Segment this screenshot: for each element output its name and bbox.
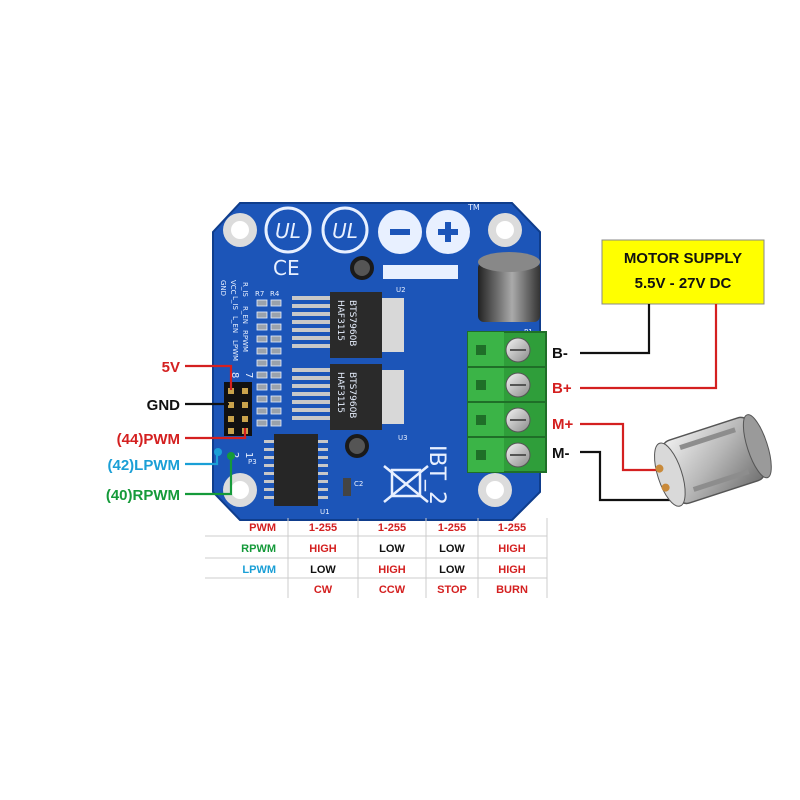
screw-terminal-block: [467, 331, 547, 473]
mounting-hole: [478, 473, 512, 507]
label-pwm: (44)PWM: [117, 431, 180, 448]
terminal-screw-icon: [505, 407, 531, 433]
svg-text:R_EN: R_EN: [241, 306, 249, 324]
svg-text:L_IS: L_IS: [231, 296, 239, 310]
label-rpwm: (40)RPWM: [106, 487, 180, 504]
label-b-minus: B-: [552, 345, 568, 362]
screw-icon: [350, 256, 374, 280]
table-cell: HIGH: [498, 564, 526, 576]
table-cell: BURN: [496, 584, 528, 596]
chip-u3-part: BTS7960B: [347, 372, 357, 418]
table-cell: 1-255: [378, 522, 406, 534]
wire-pwm: [185, 428, 247, 440]
table-cell: HIGH: [378, 564, 406, 576]
table-cell: LOW: [439, 564, 465, 576]
mounting-hole: [488, 213, 522, 247]
chip-u2-part: BTS7960B: [347, 300, 357, 346]
table-cell: 1-255: [438, 522, 466, 534]
header-silkscreen-labels: VCC GND R_IS L_IS R_EN L_EN RPWM LPWM: [219, 280, 249, 361]
table-cell: CCW: [379, 584, 406, 596]
motor-supply-box: MOTOR SUPPLY 5.5V - 27V DC: [601, 239, 765, 305]
mounting-hole: [223, 213, 257, 247]
header-pins: 8 7 2 1 P3: [224, 372, 257, 466]
table-cell: LOW: [310, 564, 336, 576]
svg-text:UL: UL: [332, 219, 358, 243]
driver-chip-u2: BTS7960B HAF3115 U2: [292, 286, 406, 358]
mounting-hole: [223, 473, 257, 507]
table-cell: LOW: [439, 543, 465, 555]
ul-logo: UL: [321, 206, 369, 254]
resistor-array: [256, 299, 282, 427]
label-5v: 5V: [162, 359, 180, 376]
pin-wires: [185, 364, 247, 496]
wire-lpwm: [185, 454, 219, 466]
lpwm-pin-dot: [214, 448, 222, 456]
ref-u1: U1: [320, 508, 330, 516]
svg-text:L_EN: L_EN: [231, 316, 239, 333]
truth-table: PWM 1-255 1-255 1-255 1-255 RPWM HIGH LO…: [205, 518, 548, 598]
capacitor-c2: C2: [343, 478, 363, 496]
minus-plus-logo: [378, 210, 470, 254]
table-cell: LOW: [379, 543, 405, 555]
board-name: IBT_2: [424, 445, 449, 505]
chip-u2-code: HAF3115: [335, 300, 345, 341]
svg-text:GND: GND: [219, 280, 227, 296]
supply-title: MOTOR SUPPLY: [624, 250, 742, 267]
pin-number-7: 7: [243, 372, 254, 378]
table-cell: STOP: [437, 584, 467, 596]
svg-text:LPWM: LPWM: [231, 340, 239, 361]
ce-mark: CE: [273, 256, 300, 280]
row-label-lpwm: LPWM: [242, 564, 276, 576]
ref-p3: P3: [248, 458, 257, 466]
terminal-wires: [580, 304, 718, 502]
wire-rpwm: [185, 458, 233, 496]
row-label-rpwm: RPWM: [241, 543, 276, 555]
motor-driver-board: UL UL TM CE VCC GND R_IS L_IS R_EN L_EN …: [212, 202, 547, 521]
label-m-plus: M+: [552, 416, 573, 433]
chip-u3-code: HAF3115: [335, 372, 345, 413]
logic-chip-u1: U1: [264, 434, 330, 516]
svg-text:VCC: VCC: [229, 280, 237, 295]
terminal-screw-icon: [505, 337, 531, 363]
driver-chip-u3: BTS7960B HAF3115 U3: [292, 364, 408, 442]
table-cell: HIGH: [309, 543, 337, 555]
capacitor: [478, 252, 540, 322]
svg-text:UL: UL: [275, 219, 301, 243]
label-b-plus: B+: [552, 380, 572, 397]
wire-b-minus: [580, 304, 651, 355]
label-m-minus: M-: [552, 445, 570, 462]
ref-r4: R4: [270, 290, 280, 298]
ref-u2: U2: [396, 286, 406, 294]
wire-b-plus: [580, 304, 718, 390]
weee-bin-icon: [383, 465, 429, 503]
wire-m-plus: [580, 422, 660, 472]
svg-text:RPWM: RPWM: [241, 330, 249, 352]
label-gnd: GND: [147, 397, 181, 414]
svg-text:C2: C2: [354, 480, 363, 488]
pin-number-1: 1: [243, 452, 254, 458]
ref-u3: U3: [398, 434, 408, 442]
wire-5v: [185, 364, 233, 390]
table-cell: HIGH: [498, 543, 526, 555]
silkscreen-pad: [383, 265, 458, 279]
table-cell: 1-255: [309, 522, 337, 534]
pin-number-8: 8: [229, 372, 240, 378]
ref-r7: R7: [255, 290, 264, 298]
screw-icon: [345, 434, 369, 458]
rpwm-pin-dot: [227, 452, 235, 460]
supply-voltage: 5.5V - 27V DC: [635, 275, 732, 292]
wire-m-minus: [580, 450, 676, 502]
row-label-pwm: PWM: [249, 522, 276, 534]
ul-logo: UL: [264, 206, 312, 254]
table-cell: 1-255: [498, 522, 526, 534]
tm-mark: TM: [467, 203, 480, 212]
terminal-screw-icon: [505, 442, 531, 468]
label-lpwm: (42)LPWM: [108, 457, 181, 474]
terminal-screw-icon: [505, 372, 531, 398]
svg-text:R_IS: R_IS: [241, 282, 249, 297]
dc-motor-image: [654, 414, 772, 507]
table-cell: CW: [314, 584, 333, 596]
